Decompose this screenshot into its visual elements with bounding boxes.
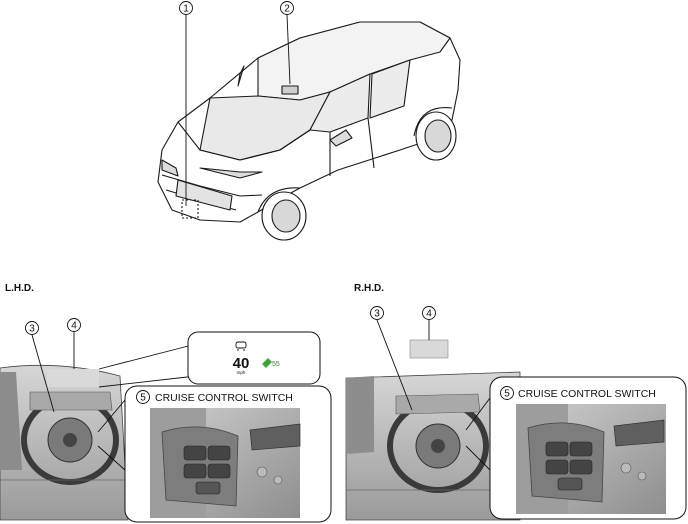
svg-text:1: 1 bbox=[183, 4, 189, 15]
cruise-set-icon bbox=[262, 358, 272, 368]
hud-speed: 40 bbox=[233, 355, 250, 372]
lhd-switch-zoom-panel: 5 CRUISE CONTROL SWITCH bbox=[97, 385, 332, 523]
svg-text:5: 5 bbox=[140, 393, 146, 404]
svg-text:2: 2 bbox=[284, 4, 290, 15]
car-ahead-icon bbox=[235, 341, 247, 351]
rhd-hud-area bbox=[409, 339, 449, 359]
lhd-callout-3: 3 bbox=[25, 321, 55, 413]
rhd-title: R.H.D. bbox=[354, 283, 384, 294]
svg-text:4: 4 bbox=[426, 309, 432, 320]
callout-1: 1 bbox=[179, 1, 193, 206]
rhd-switch-caption: CRUISE CONTROL SWITCH bbox=[518, 388, 656, 400]
lhd-title: L.H.D. bbox=[5, 283, 34, 294]
rhd-callout-4: 4 bbox=[422, 306, 436, 340]
lhd-hud-area bbox=[47, 369, 99, 387]
lhd-dashboard bbox=[0, 364, 129, 521]
svg-text:5: 5 bbox=[504, 389, 510, 400]
svg-text:3: 3 bbox=[374, 309, 380, 320]
vehicle-illustration bbox=[157, 21, 461, 241]
rhd-switch-zoom-panel: 5 CRUISE CONTROL SWITCH bbox=[465, 376, 687, 520]
rhd-callout-3: 3 bbox=[370, 306, 413, 411]
lhd-switch-caption: CRUISE CONTROL SWITCH bbox=[155, 392, 293, 404]
svg-text:4: 4 bbox=[71, 321, 77, 332]
callout-2: 2 bbox=[280, 1, 294, 85]
rhd-dashboard bbox=[345, 371, 521, 521]
svg-text:3: 3 bbox=[29, 324, 35, 335]
hud-set-speed: 55 bbox=[272, 361, 280, 368]
lhd-callout-4: 4 bbox=[67, 318, 81, 369]
hud-speed-unit: mph bbox=[237, 370, 246, 375]
hud-zoom-panel: 40 mph 55 bbox=[98, 331, 321, 388]
